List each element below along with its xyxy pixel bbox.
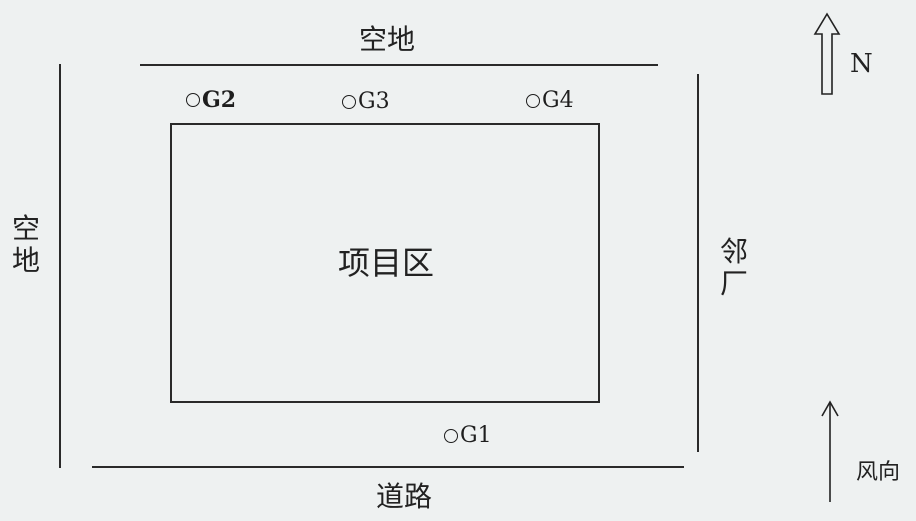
monitoring-point-g4: G4: [526, 88, 574, 113]
project-area-label: 项目区: [338, 244, 435, 282]
point-marker-icon: [342, 94, 356, 109]
south-area-label: 道路: [376, 480, 433, 513]
north-boundary-line: [140, 64, 658, 66]
monitoring-point-g3: G3: [342, 89, 390, 114]
point-marker-icon: [526, 93, 540, 108]
project-area-box: [170, 123, 600, 403]
point-label: G2: [202, 87, 237, 113]
north-arrow-icon: [812, 12, 842, 102]
south-boundary-line: [92, 466, 684, 468]
east-area-label: 邻厂: [719, 235, 748, 301]
point-marker-icon: [444, 428, 458, 443]
east-boundary-line: [697, 74, 699, 452]
monitoring-point-g2: G2: [186, 87, 236, 113]
west-boundary-line: [59, 64, 61, 468]
point-label: G4: [542, 88, 574, 113]
monitoring-point-g1: G1: [444, 423, 492, 448]
point-label: G3: [358, 89, 390, 114]
north-label: N: [850, 49, 873, 79]
wind-direction-label: 风向: [856, 460, 901, 485]
point-marker-icon: [186, 93, 200, 107]
north-area-label: 空地: [359, 23, 416, 56]
wind-direction-arrow-icon: [818, 398, 842, 508]
point-label: G1: [460, 423, 492, 448]
west-area-label: 空地: [11, 212, 40, 278]
